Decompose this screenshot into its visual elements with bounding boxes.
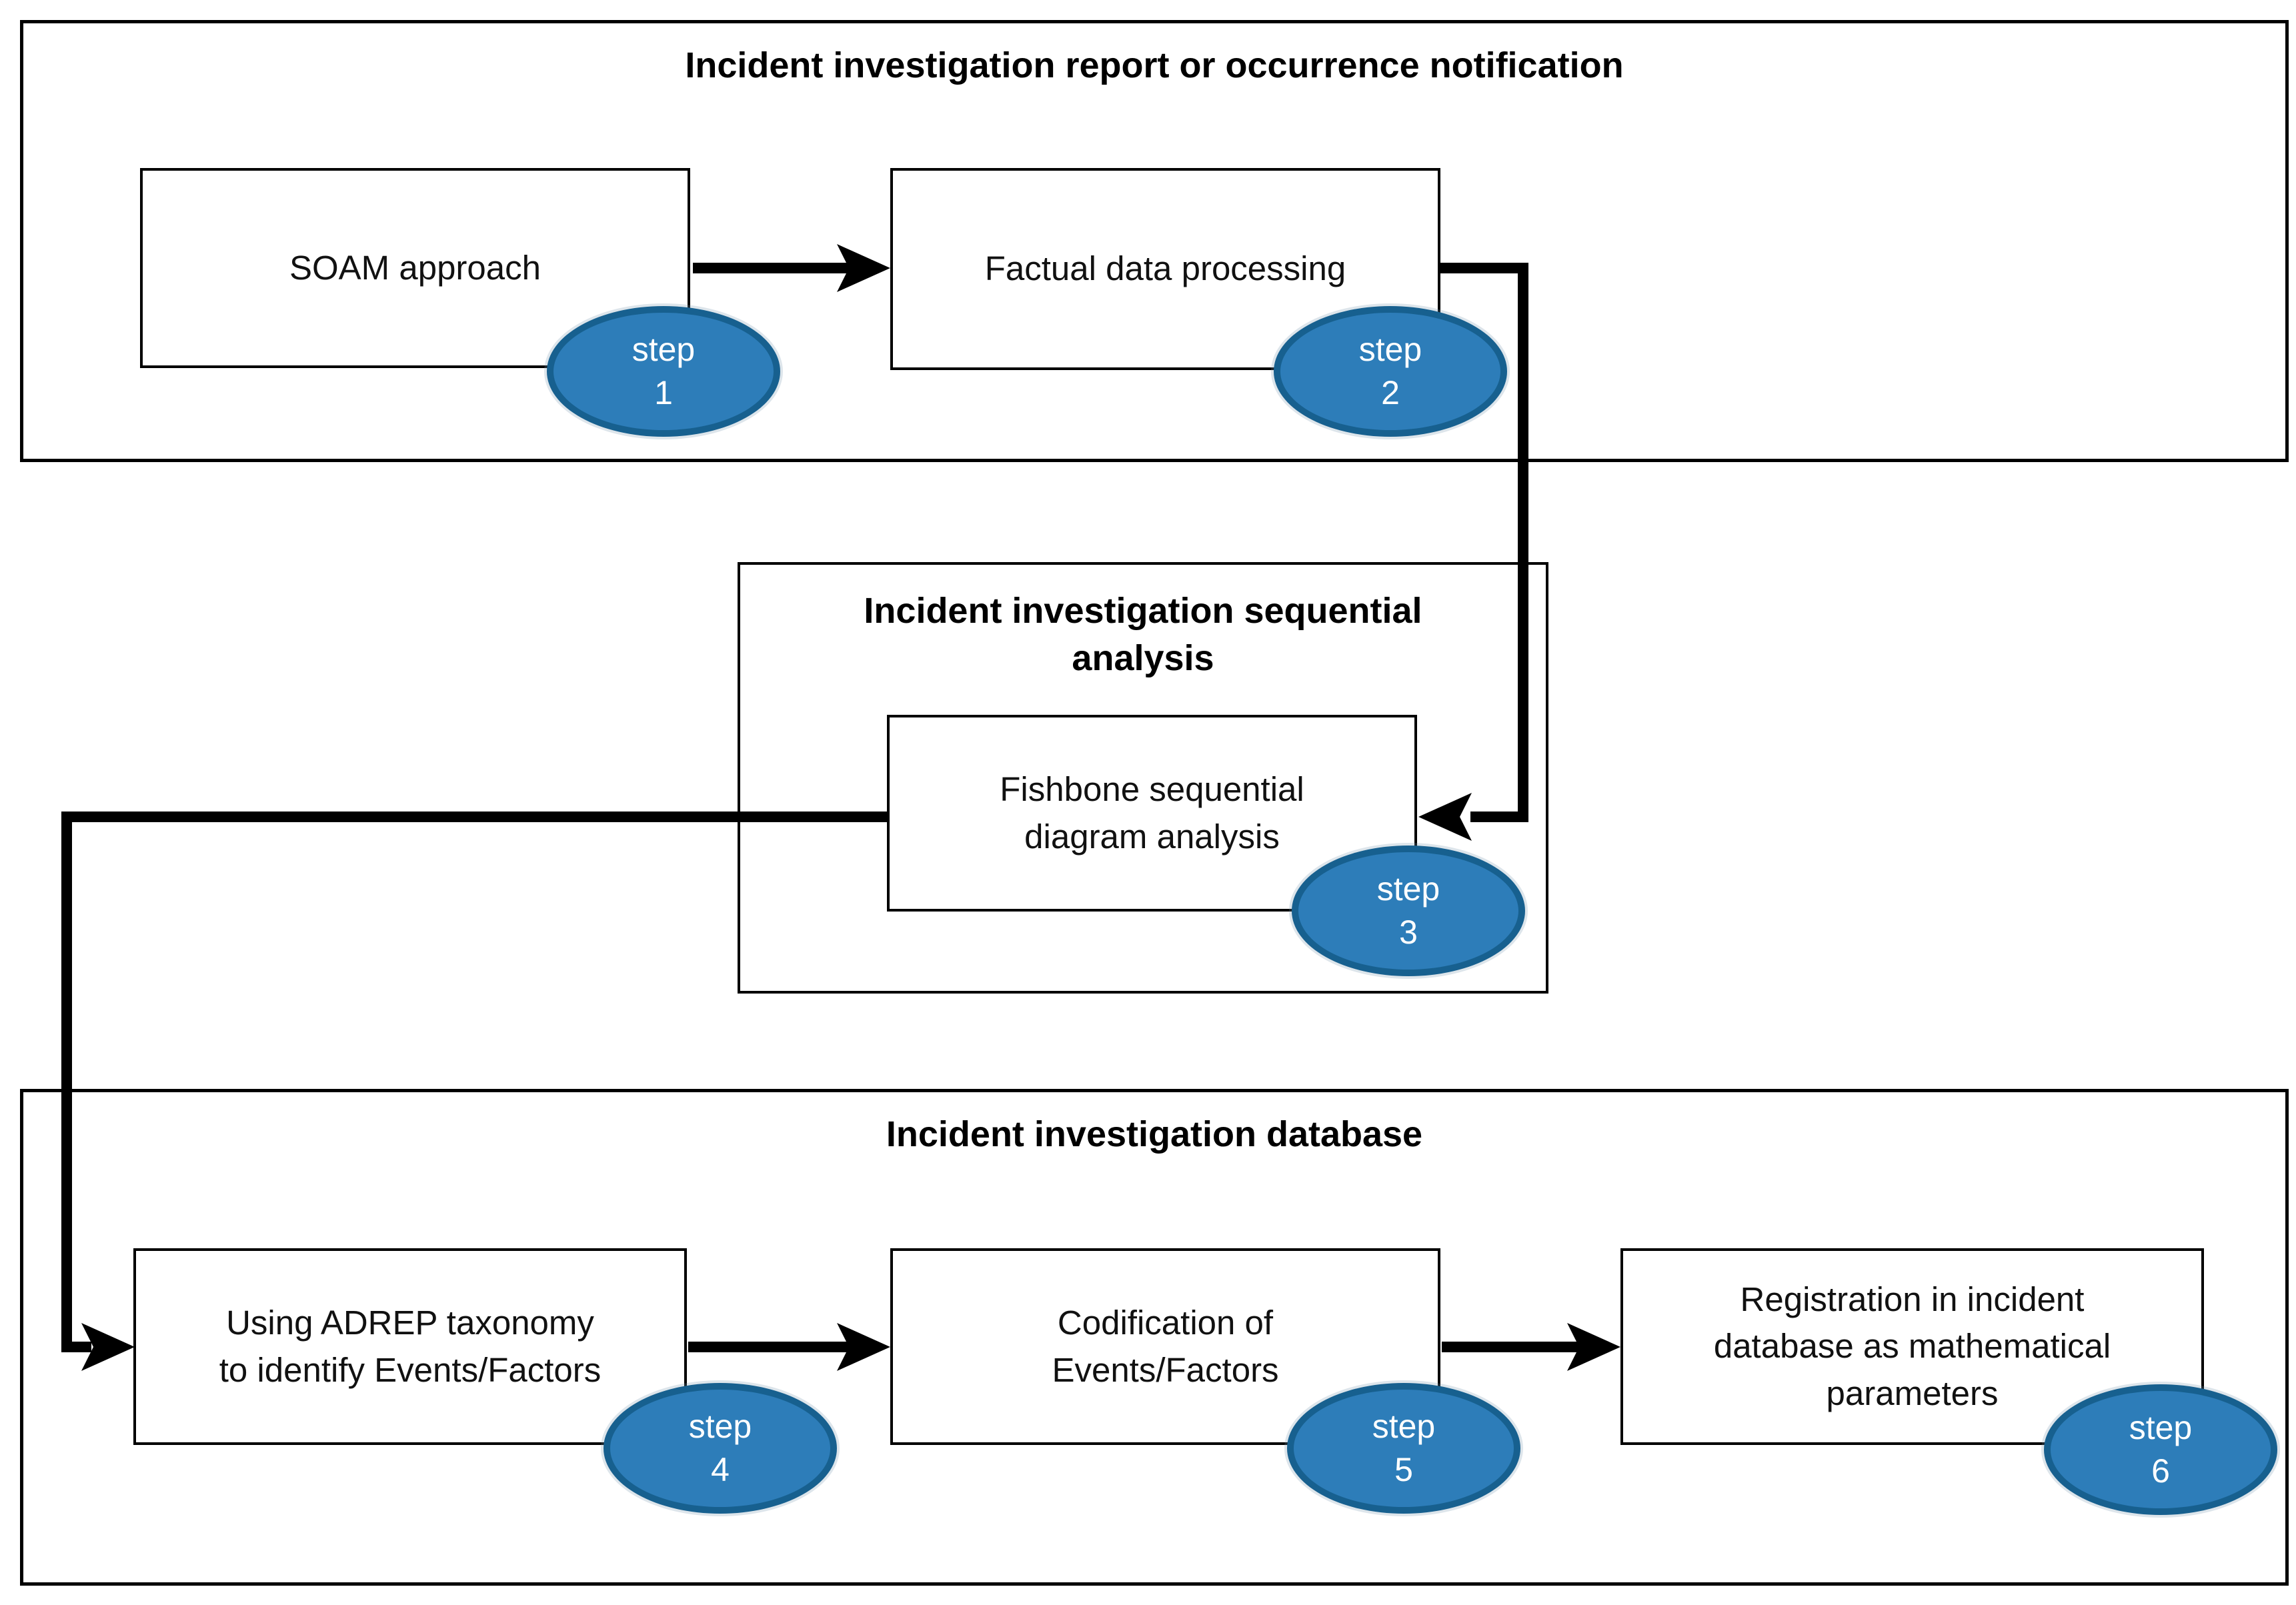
step-3-number: 3: [1399, 914, 1418, 951]
registration-label: Registration in incident database as mat…: [1713, 1280, 2111, 1412]
step-4-badge: step 4: [604, 1383, 837, 1514]
step-5-badge: step 5: [1287, 1383, 1520, 1514]
step-6-badge: step 6: [2044, 1384, 2277, 1515]
fishbone-analysis-label: Fishbone sequential diagram analysis: [1000, 770, 1304, 856]
step-5-number: 5: [1394, 1451, 1413, 1488]
step-3-badge: step 3: [1292, 846, 1525, 976]
step-6-word: step: [2129, 1409, 2193, 1446]
adrep-taxonomy-label: Using ADREP taxonomy to identify Events/…: [219, 1304, 602, 1389]
step-6-number: 6: [2151, 1452, 2170, 1490]
step-4-number: 4: [711, 1451, 730, 1488]
section-report-container: Incident investigation report or occurre…: [20, 20, 2289, 462]
step-5-word: step: [1372, 1408, 1436, 1445]
factual-data-processing-label: Factual data processing: [984, 249, 1346, 288]
step-3-word: step: [1376, 870, 1440, 908]
step-2-badge: step 2: [1274, 306, 1507, 437]
codification-label: Codification of Events/Factors: [1052, 1304, 1279, 1389]
step-1-word: step: [632, 331, 696, 368]
soam-approach-label: SOAM approach: [289, 248, 541, 287]
step-1-number: 1: [654, 374, 673, 411]
adrep-taxonomy-box: Using ADREP taxonomy to identify Events/…: [133, 1248, 687, 1445]
section-database-container: Incident investigation database: [20, 1089, 2289, 1586]
step-2-word: step: [1358, 331, 1422, 368]
step-4-word: step: [688, 1408, 752, 1445]
section-sequential-container: Incident investigation sequential analys…: [738, 562, 1548, 994]
section-report-title: Incident investigation report or occurre…: [685, 45, 1624, 85]
section-sequential-title: Incident investigation sequential analys…: [864, 591, 1422, 679]
step-2-number: 2: [1381, 374, 1400, 411]
step-1-badge: step 1: [547, 306, 780, 437]
section-database-title: Incident investigation database: [886, 1114, 1423, 1154]
